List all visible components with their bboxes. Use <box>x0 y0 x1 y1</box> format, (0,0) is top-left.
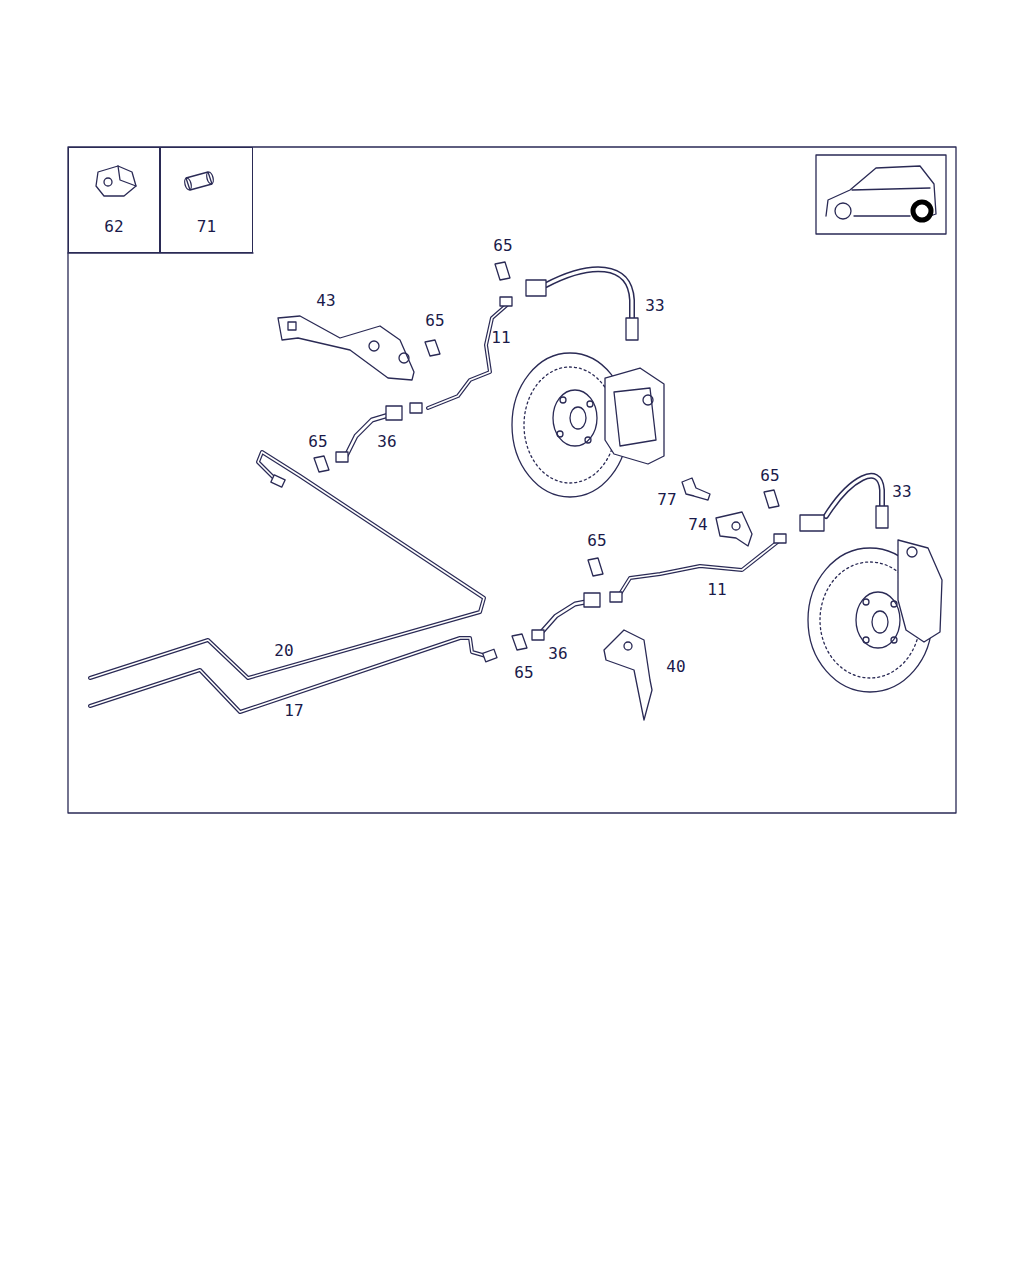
callout-number: 65 <box>587 533 606 549</box>
brake-disc-upper <box>512 353 664 497</box>
callout-number: 11 <box>707 582 726 598</box>
brake-line-11-upper <box>410 297 512 413</box>
vehicle-locator <box>816 155 946 234</box>
callout-number: 36 <box>377 434 396 450</box>
callout-number: 33 <box>645 298 664 314</box>
callout-number: 43 <box>316 293 335 309</box>
part-number: 62 <box>69 217 159 236</box>
callout-number: 65 <box>514 665 533 681</box>
callout-number: 11 <box>491 330 510 346</box>
hose-36-lower <box>532 593 600 640</box>
frame <box>68 147 956 813</box>
callout-number: 40 <box>666 659 685 675</box>
callout-number: 65 <box>493 238 512 254</box>
part-cell: 62 <box>68 147 160 253</box>
callout-number: 65 <box>760 468 779 484</box>
callout-number: 36 <box>548 646 567 662</box>
callout-number: 17 <box>284 703 303 719</box>
bracket-40 <box>604 630 652 720</box>
part-number: 71 <box>161 217 252 236</box>
hose-33-lower <box>800 476 888 531</box>
bracket-43 <box>278 316 414 380</box>
brake-pipe <box>90 452 497 712</box>
hose-36-upper <box>336 406 402 462</box>
part-cell: 71 <box>160 147 253 253</box>
clip-icon <box>96 166 136 196</box>
callout-number: 74 <box>688 517 707 533</box>
hose-33-upper <box>526 269 638 340</box>
callout-number: 77 <box>657 492 676 508</box>
bolt-77 <box>682 478 710 500</box>
callout-number: 65 <box>308 434 327 450</box>
sleeve-icon <box>184 171 215 190</box>
callout-number: 65 <box>425 313 444 329</box>
clip-65 <box>314 262 779 650</box>
brake-line-11-lower <box>610 534 786 602</box>
callout-number: 20 <box>274 643 293 659</box>
bracket-74 <box>716 512 752 546</box>
callout-number: 33 <box>892 484 911 500</box>
brake-disc-lower <box>808 540 942 692</box>
